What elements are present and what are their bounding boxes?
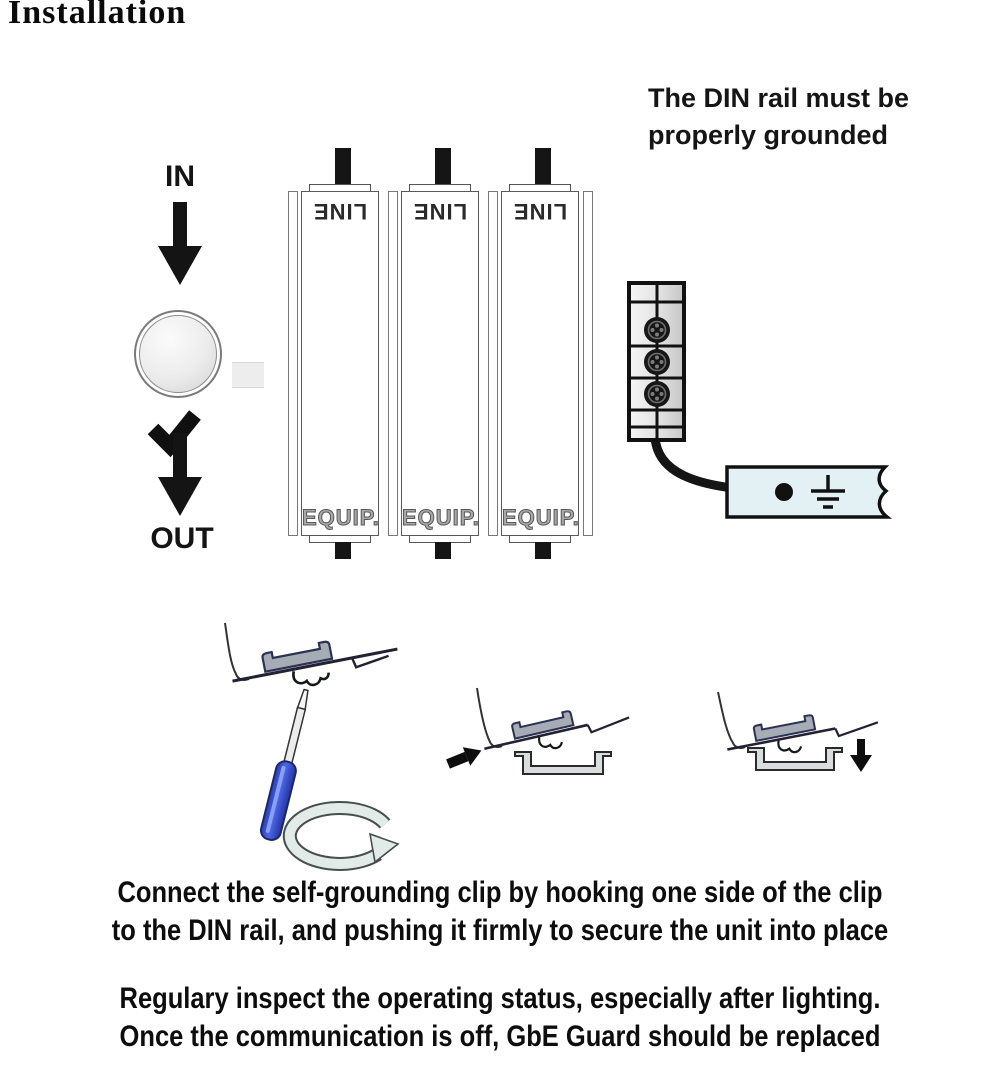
device-corner: [224, 622, 250, 681]
clip-hook: [538, 737, 564, 750]
side-panel: [488, 191, 498, 536]
terminal-screw: [644, 349, 670, 375]
clip-hook: [777, 740, 803, 754]
side-panel: [388, 191, 398, 536]
device-edge-with-clip: [727, 714, 879, 754]
clip-instruction-line2: to the DIN rail, and pushing it firmly t…: [111, 914, 889, 947]
mounting-clip: [261, 640, 334, 673]
surge-protector-unit-2: LINE EQUIP.: [388, 148, 494, 560]
din-rail-stub: [232, 362, 264, 388]
check-mark: [147, 410, 201, 458]
side-panel-right: [583, 191, 593, 536]
clip-install-step-3: [717, 691, 879, 772]
grounding-bar: [725, 465, 892, 519]
clip-instruction-line1: Connect the self-grounding clip by hooki…: [117, 876, 883, 909]
inspect-instruction-line1: Regulary inspect the operating status, e…: [119, 982, 881, 1015]
side-panel: [288, 191, 298, 536]
device-corner: [476, 687, 503, 748]
in-label: IN: [165, 160, 195, 193]
terminal-screw: [644, 317, 670, 343]
push-arrow-icon: [446, 747, 482, 769]
device-edge-with-clip: [484, 710, 630, 751]
top-connector: [535, 148, 551, 186]
equip-label: EQUIP.: [502, 505, 580, 531]
bottom-connector: [435, 542, 451, 559]
equip-label: EQUIP.: [302, 505, 380, 531]
clip-install-step-1: [224, 622, 400, 871]
check-icon: [134, 310, 222, 458]
screwdriver: [259, 688, 309, 841]
device-corner: [717, 691, 746, 749]
press-down-arrow-icon: [850, 739, 872, 772]
line-label: LINE: [412, 199, 468, 224]
rotate-arrow-icon: [282, 800, 400, 871]
din-rail-profile: [514, 751, 612, 775]
clip-install-step-2: [446, 687, 630, 775]
down-arrow-icon: [158, 202, 202, 285]
inspect-instruction-line2: Once the communication is off, GbE Guard…: [119, 1020, 881, 1053]
line-label: LINE: [512, 199, 568, 224]
surge-protector-unit-1: LINE EQUIP.: [288, 148, 394, 560]
ground-symbol-icon: [811, 475, 845, 509]
grounding-note-line1: The DIN rail must be: [648, 83, 910, 113]
din-rail-profile: [747, 747, 843, 771]
page-title: Installation: [8, 0, 187, 31]
mounting-clip: [511, 710, 575, 740]
equip-label: EQUIP.: [402, 505, 480, 531]
unit-body: LINE EQUIP.: [401, 191, 479, 536]
check-circle: [139, 315, 217, 393]
bottom-connector: [335, 542, 351, 559]
inspect-instruction: Regulary inspect the operating status, e…: [75, 980, 925, 1056]
down-arrow-icon: [158, 433, 202, 516]
device-edge-with-clip: [232, 640, 398, 687]
surge-protector-unit-3: LINE EQUIP.: [488, 148, 594, 560]
unit-body: LINE EQUIP.: [501, 191, 579, 536]
bottom-connector: [535, 542, 551, 559]
mounting-clip: [752, 714, 817, 743]
line-label: LINE: [312, 199, 368, 224]
screwdriver-shaft: [283, 706, 307, 765]
top-connector: [435, 148, 451, 186]
terminal-block: [627, 281, 686, 442]
clip-instruction: Connect the self-grounding clip by hooki…: [75, 874, 925, 950]
terminal-screw: [644, 381, 670, 407]
unit-body: LINE EQUIP.: [301, 191, 379, 536]
grounding-note: The DIN rail must be properly grounded: [648, 80, 909, 154]
wire-terminal-dot: [775, 483, 793, 501]
out-label: OUT: [150, 522, 214, 555]
grounding-note-line2: properly grounded: [648, 120, 889, 150]
top-connector: [335, 148, 351, 186]
clip-hook: [292, 670, 330, 687]
grounding-assembly: [627, 281, 892, 519]
